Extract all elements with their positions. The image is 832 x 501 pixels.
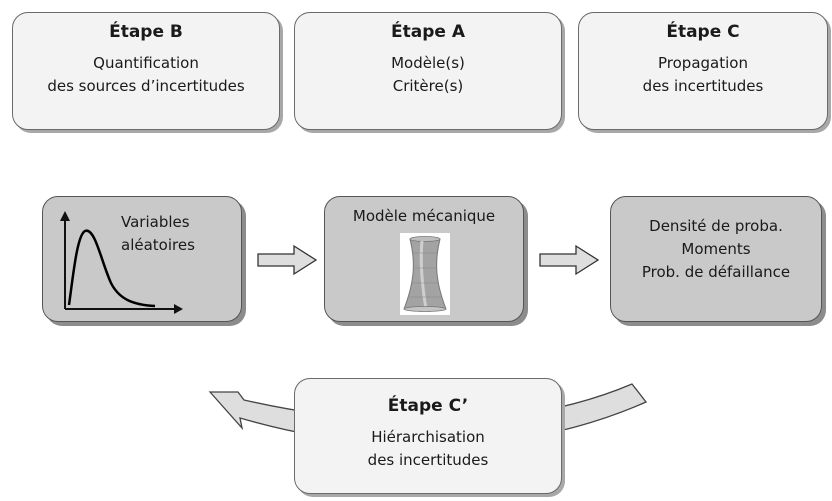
stage-c-title: Étape C <box>666 22 740 42</box>
stage-b-box: Étape B Quantification des sources d’inc… <box>12 12 280 130</box>
stage-b-line1: Quantification <box>93 54 199 72</box>
arrow-right-2 <box>539 244 600 276</box>
stage-c-prime-line1: Hiérarchisation <box>371 428 485 446</box>
cooling-tower-mesh-icon <box>403 236 447 312</box>
outputs-line2: Moments <box>681 240 751 258</box>
structure-image <box>400 233 450 315</box>
mechanical-model-box: Modèle mécanique <box>324 196 524 322</box>
outputs-line3: Prob. de défaillance <box>641 263 791 281</box>
stage-a-line2: Critère(s) <box>392 77 464 95</box>
stage-b-title: Étape B <box>109 22 183 42</box>
stage-c-line2: des incertitudes <box>642 77 764 95</box>
stage-a-title: Étape A <box>391 22 465 42</box>
stage-c-box: Étape C Propagation des incertitudes <box>578 12 828 130</box>
input-variables-box: Variables aléatoires <box>42 196 242 322</box>
stage-b-line2: des sources d’incertitudes <box>47 77 245 95</box>
arrow-right-1 <box>257 244 318 276</box>
probability-density-curve-icon <box>60 211 183 314</box>
input-variables-line2: aléatoires <box>121 236 195 254</box>
stage-c-prime-line2: des incertitudes <box>367 451 489 469</box>
stage-a-line1: Modèle(s) <box>391 54 465 72</box>
outputs-box: Densité de proba. Moments Prob. de défai… <box>610 196 822 322</box>
mechanical-model-label: Modèle mécanique <box>352 207 496 225</box>
outputs-line1: Densité de proba. <box>649 217 783 235</box>
stage-c-line1: Propagation <box>658 54 748 72</box>
stage-c-prime-box: Étape C’ Hiérarchisation des incertitude… <box>294 378 562 494</box>
stage-a-box: Étape A Modèle(s) Critère(s) <box>294 12 562 130</box>
stage-c-prime-title: Étape C’ <box>387 396 469 416</box>
input-variables-line1: Variables <box>121 213 190 231</box>
